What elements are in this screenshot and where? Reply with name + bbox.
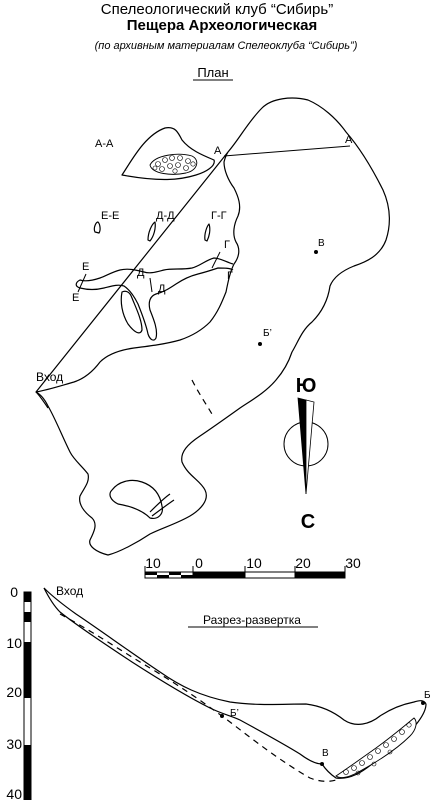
depth-tick-label: 30 [6,736,22,752]
point-label-v: В [318,238,325,249]
plan-drip-line [191,379,213,415]
profile-point-b [421,701,425,705]
profile-entrance-label: Вход [56,584,83,598]
section-aa-rubble-texture [152,155,196,174]
section-line-gg [211,251,221,269]
survey-point-v [314,250,318,254]
profile-dashed-floor [59,613,337,782]
section-aa-outline [121,127,215,181]
plan-title: План [197,65,228,80]
section-ee-outline [93,221,101,234]
compass-south-label: Ю [296,375,317,397]
compass-needle-light [305,399,315,495]
plan-inner-curve-2 [151,499,175,517]
plan-entrance-label: Вход [36,370,63,384]
section-label-gg: Г-Г [211,210,227,222]
scale-bar [144,566,346,579]
scale-tick-label: 10 [246,555,262,571]
scale-tick-label: 20 [295,555,311,571]
profile-label-v: В [322,748,329,759]
section-gg-outline [204,223,211,242]
depth-tick-label: 0 [10,584,18,600]
profile-ceiling [43,587,427,725]
section-line-aa [223,145,351,157]
scale-tick-label: 0 [195,555,203,571]
profile-rubble-texture [343,722,412,776]
depth-tick-label: 20 [6,684,22,700]
depth-tick-label: 40 [6,786,22,800]
profile-point-v [320,762,324,766]
profile-label-b: Б [424,690,431,701]
depth-scale-bar [23,591,32,800]
profile-point-b-prime [220,714,224,718]
point-label-g-bottom: Г [227,270,233,282]
point-label-b-prime: Б’ [263,328,272,339]
point-label-a-left: А [214,145,222,157]
source-note: (по архивным материалам Спелеоклуба “Сиб… [95,40,358,52]
point-label-d-top: Д [137,267,145,279]
section-label-aa: А-А [95,138,114,150]
point-label-e-bottom: Е [72,292,79,304]
profile-title: Разрез-развертка [203,613,301,627]
club-name: Спелеологический клуб “Сибирь” [101,1,333,18]
compass-north-label: С [301,511,315,533]
plan-inner-feature [109,479,163,519]
point-label-a-right: А [345,134,353,146]
section-aa-rubble [149,153,198,175]
section-label-dd: Д-Д [156,210,175,222]
plan-side-passage-upper [75,257,234,289]
section-line-ee [77,273,87,293]
plan-side-passage-lower [79,267,234,341]
cave-name: Пещера Археологическая [127,17,317,34]
section-dd-outline [147,221,156,242]
compass-needle-dark [297,397,307,495]
point-label-e-top: Е [82,261,89,273]
plan-main-outline [35,97,390,556]
point-label-g-top: Г [224,239,230,251]
scale-tick-label: 30 [345,555,361,571]
section-line-dd [149,277,153,293]
section-label-ee: Е-Е [101,210,119,222]
profile-label-b-prime: Б’ [230,708,239,719]
scale-tick-label: 10 [145,555,161,571]
survey-point-b-prime [258,342,262,346]
depth-tick-label: 10 [6,635,22,651]
plan-inner-curve [149,493,171,513]
plan-entrance-passage [35,391,49,409]
point-label-d-bottom: Д [158,283,166,295]
profile-rubble [335,717,417,779]
plan-side-branch-loop [120,290,143,334]
